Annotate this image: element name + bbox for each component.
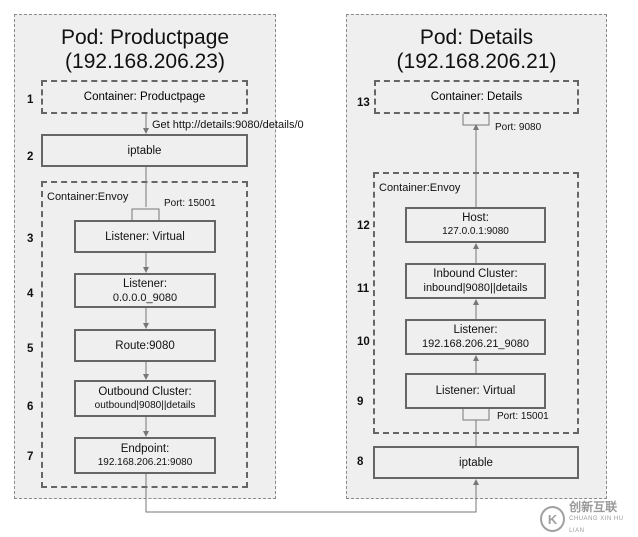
container-details: Container: Details	[374, 80, 579, 114]
inbound-cluster-value: inbound|9080||details	[423, 282, 528, 294]
listener-192-168-206-21-9080: Listener: 192.168.206.21_9080	[405, 319, 546, 355]
step-number: 11	[357, 283, 370, 295]
port-15001-bracket-left	[131, 208, 160, 220]
listener-details-title: Listener:	[453, 324, 498, 336]
request-url-label: Get http://details:9080/details/0	[152, 119, 304, 131]
cross-pod-link	[145, 474, 479, 513]
endpoint-title: Endpoint:	[120, 442, 170, 455]
listener-0000-value: 0.0.0.0_9080	[112, 291, 178, 304]
step-number: 8	[357, 456, 364, 468]
step-number: 3	[27, 233, 34, 245]
listener-0000-9080: Listener: 0.0.0.0_9080	[74, 273, 216, 308]
step-number: 5	[27, 343, 34, 355]
step-number: 9	[357, 396, 364, 408]
step-number: 7	[27, 451, 34, 463]
listener-virtual-productpage-label: Listener: Virtual	[105, 230, 185, 243]
iptable-productpage: iptable	[41, 134, 248, 167]
iptable-productpage-label: iptable	[127, 144, 162, 157]
step-number: 6	[27, 401, 34, 413]
watermark-sub: CHUANG XIN HU LIAN	[569, 516, 624, 534]
container-productpage-label: Container: Productpage	[83, 91, 206, 103]
host-title: Host:	[462, 212, 489, 224]
listener-virtual-details-label: Listener: Virtual	[435, 385, 516, 397]
host-value: 127.0.0.1:9080	[442, 226, 509, 237]
pod-details-title: Pod: Details	[419, 26, 534, 49]
host: Host: 127.0.0.1:9080	[405, 207, 546, 243]
pod-productpage-ip: (192.168.206.23)	[65, 50, 225, 73]
listener-details-value: 192.168.206.21_9080	[421, 338, 530, 350]
container-productpage: Container: Productpage	[41, 80, 248, 114]
step-number: 2	[27, 151, 34, 163]
watermark-name: 创新互联	[569, 500, 618, 514]
step-number: 13	[357, 97, 370, 109]
watermark-logo: K	[540, 506, 566, 532]
port-9080-label: Port: 9080	[495, 122, 542, 133]
step-number: 4	[27, 288, 34, 300]
step-number: 12	[357, 220, 370, 232]
inbound-cluster: Inbound Cluster: inbound|9080||details	[405, 263, 546, 299]
watermark: K 创新互联 CHUANG XIN HU LIAN	[540, 501, 638, 537]
container-details-label: Container: Details	[430, 91, 523, 103]
pod-details-ip: (192.168.206.21)	[396, 50, 557, 73]
envoy-container-productpage-label: Container:Envoy	[47, 191, 129, 203]
route-9080-label: Route:9080	[115, 339, 175, 352]
pod-productpage-title: Pod: Productpage	[60, 26, 230, 49]
listener-virtual-productpage: Listener: Virtual	[74, 220, 216, 253]
listener-0000-title: Listener:	[122, 277, 168, 290]
iptable-details: iptable	[373, 446, 579, 479]
envoy-container-details-label: Container:Envoy	[379, 182, 461, 194]
iptable-details-label: iptable	[459, 456, 493, 469]
port-9080-bracket	[462, 114, 490, 126]
port-15001-label-left: Port: 15001	[164, 198, 216, 209]
step-number: 1	[27, 94, 34, 106]
inbound-cluster-title: Inbound Cluster:	[433, 268, 518, 280]
outbound-cluster: Outbound Cluster: outbound|9080||details	[74, 380, 216, 417]
listener-virtual-details: Listener: Virtual	[405, 373, 546, 409]
endpoint: Endpoint: 192.168.206.21:9080	[74, 437, 216, 474]
port-15001-bracket-right	[462, 409, 490, 421]
endpoint-value: 192.168.206.21:9080	[97, 456, 193, 468]
outbound-cluster-title: Outbound Cluster:	[98, 385, 192, 398]
route-9080: Route:9080	[74, 329, 216, 362]
outbound-cluster-value: outbound|9080||details	[94, 399, 196, 411]
port-15001-label-right: Port: 15001	[497, 411, 549, 422]
step-number: 10	[357, 336, 370, 348]
